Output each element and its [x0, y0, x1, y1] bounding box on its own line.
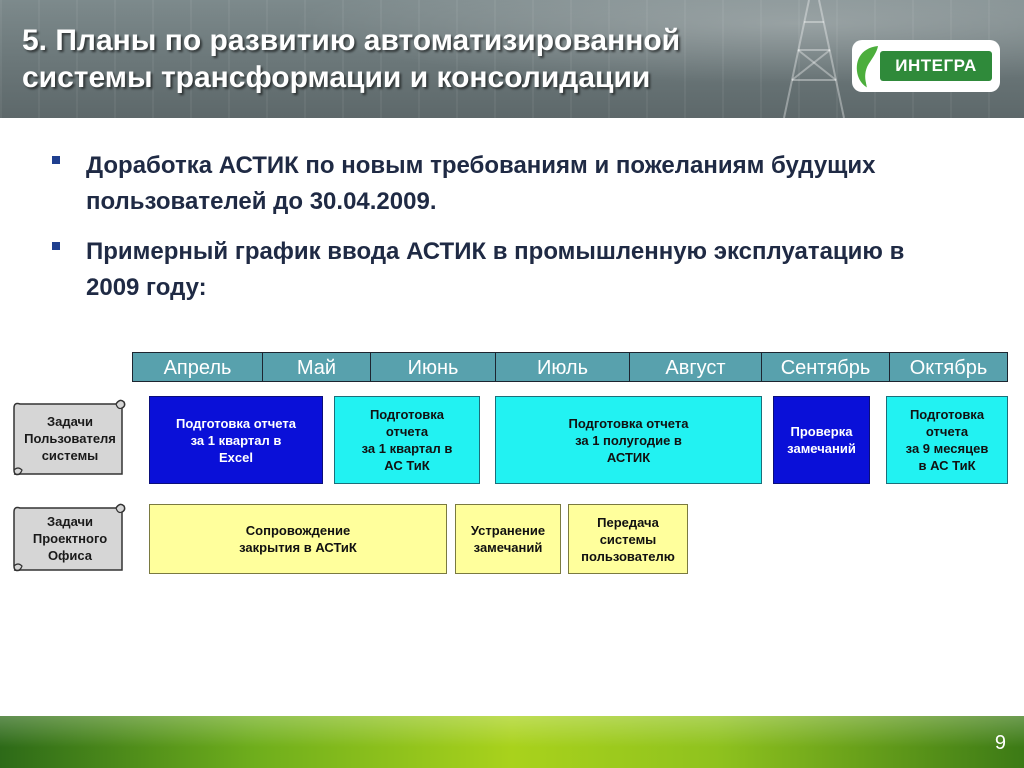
month-july: Июль	[495, 352, 630, 382]
page-number: 9	[994, 732, 1006, 754]
task-q1-astik: Подготовка отчета за 1 квартал в АС ТиК	[334, 396, 480, 484]
integra-logo: ИНТЕГРА	[852, 40, 1000, 92]
slide-title: 5. Планы по развитию автоматизированной …	[22, 24, 681, 94]
task-check-remarks: Проверка замечаний	[773, 396, 870, 484]
row-label-user-tasks: Задачи Пользователя системы	[12, 396, 128, 480]
month-august: Август	[629, 352, 762, 382]
task-9-months-astik: Подготовка отчета за 9 месяцев в АС ТиК	[886, 396, 1008, 484]
square-bullet-icon	[52, 242, 60, 250]
month-may: Май	[262, 352, 371, 382]
task-half-year-astik: Подготовка отчета за 1 полугодие в АСТИК	[495, 396, 762, 484]
scroll-shape	[13, 399, 126, 476]
row-label-text: Задачи Пользователя системы	[24, 413, 116, 463]
month-june: Июнь	[370, 352, 496, 382]
logo-wordmark: ИНТЕГРА	[880, 51, 992, 81]
task-closing-support: Сопровождение закрытия в АСТиК	[149, 504, 447, 574]
leaf-icon	[856, 46, 878, 89]
task-system-handover: Передача системы пользователю	[568, 504, 688, 574]
square-bullet-icon	[52, 156, 60, 164]
slide-header: 5. Планы по развитию автоматизированной …	[0, 0, 1024, 118]
oil-rig-graphic	[783, 0, 845, 118]
slide-footer: 9	[0, 716, 1024, 768]
bullet-text: Доработка АСТИК по новым требованиям и п…	[86, 152, 876, 215]
month-april: Апрель	[132, 352, 263, 382]
month-october: Октябрь	[889, 352, 1008, 382]
bullet-text: Примерный график ввода АСТИК в промышлен…	[86, 238, 905, 301]
task-fix-remarks: Устранение замечаний	[455, 504, 561, 574]
row-label-project-office: Задачи Проектного Офиса	[12, 500, 128, 576]
bullet-item: Доработка АСТИК по новым требованиям и п…	[48, 148, 928, 220]
task-q1-excel: Подготовка отчета за 1 квартал в Excel	[149, 396, 323, 484]
row-label-text: Задачи Проектного Офиса	[32, 513, 108, 563]
month-september: Сентябрь	[761, 352, 890, 382]
scroll-shape	[13, 503, 126, 572]
bullet-list: Доработка АСТИК по новым требованиям и п…	[48, 148, 928, 320]
bullet-item: Примерный график ввода АСТИК в промышлен…	[48, 234, 928, 306]
